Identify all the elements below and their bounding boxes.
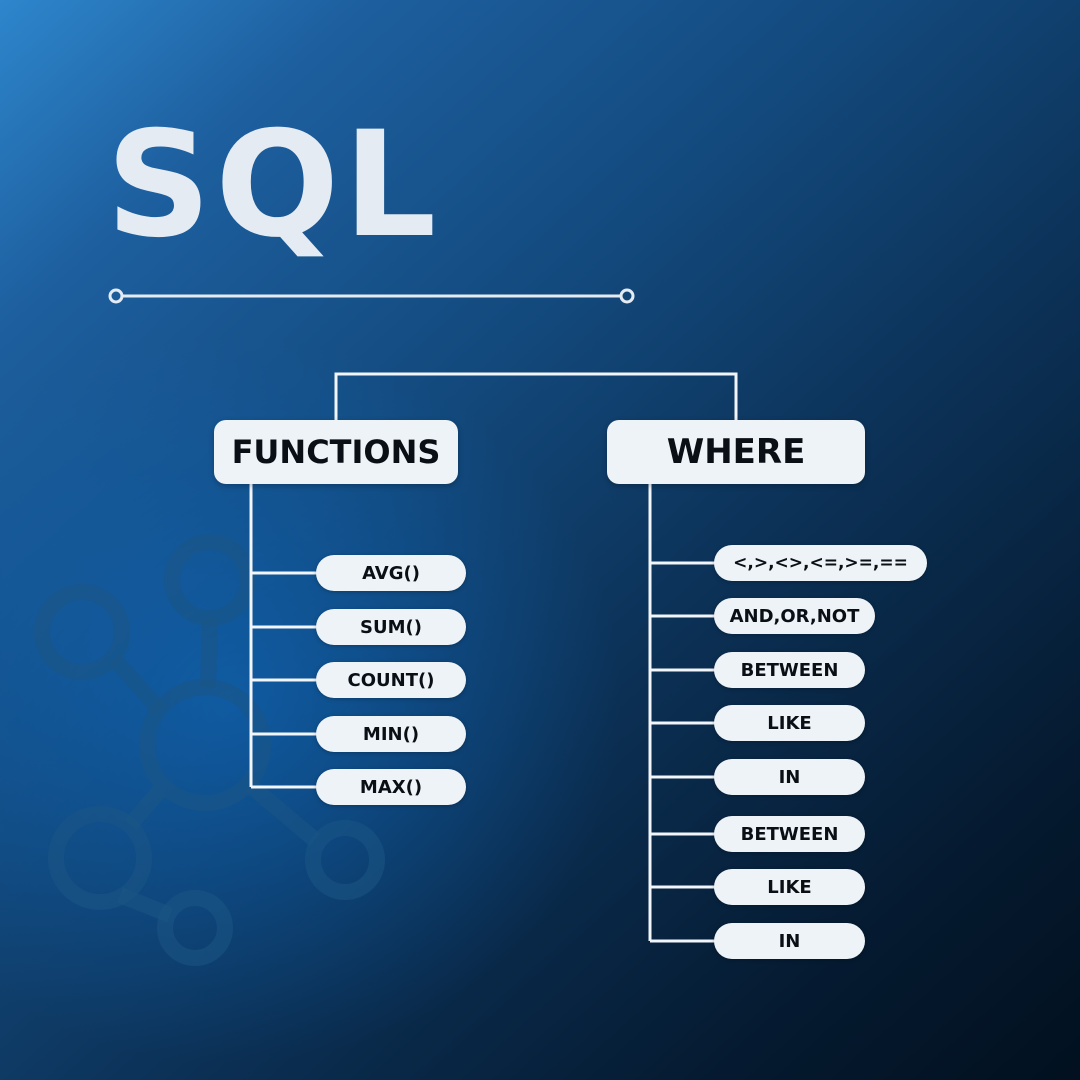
functions-header: FUNCTIONS [214, 420, 458, 484]
where-item-between: BETWEEN [714, 816, 865, 852]
page-title: SQL [106, 100, 441, 270]
where-item-in: IN [714, 923, 865, 959]
function-item-count: COUNT() [316, 662, 466, 698]
where-item-comparison-operators: <,>,<>,<=,>=,== [714, 545, 927, 581]
function-item-min: MIN() [316, 716, 466, 752]
title-divider [108, 288, 635, 304]
where-item-in: IN [714, 759, 865, 795]
where-header: WHERE [607, 420, 865, 484]
function-item-max: MAX() [316, 769, 466, 805]
function-item-sum: SUM() [316, 609, 466, 645]
function-item-avg: AVG() [316, 555, 466, 591]
where-item-like: LIKE [714, 869, 865, 905]
top-bracket-line [334, 372, 738, 420]
where-item-between: BETWEEN [714, 652, 865, 688]
where-item-like: LIKE [714, 705, 865, 741]
where-item-logical-operators: AND,OR,NOT [714, 598, 875, 634]
